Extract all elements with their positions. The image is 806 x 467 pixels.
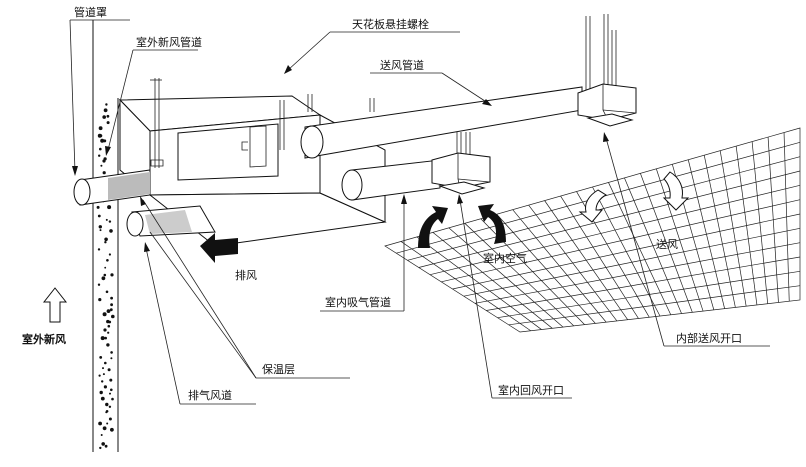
supply-air-duct-pipe	[300, 86, 583, 159]
label-indoor-return-outlet: 室内回风开口	[498, 383, 564, 397]
label-insulation-layer: 保温层	[262, 362, 295, 376]
exhaust-arrow-icon	[200, 233, 238, 263]
indoor-air-arrow-right-icon	[478, 204, 506, 244]
label-indoor-air: 室内空气	[483, 251, 527, 265]
exhaust-duct-pipe	[126, 205, 216, 237]
label-duct-cover: 管道罩	[74, 5, 107, 19]
label-supply-air: 送风	[656, 237, 678, 251]
label-ceiling-hanger-bolt: 天花板悬挂螺栓	[352, 17, 429, 31]
supply-air-arrow-left-icon	[578, 189, 608, 223]
indoor-air-arrow-left-icon	[418, 206, 448, 248]
duct-cover-shaft	[92, 20, 119, 452]
label-supply-air-duct: 送风管道	[380, 58, 424, 72]
label-indoor-intake-duct: 室内吸气管道	[325, 295, 391, 309]
label-internal-supply-outlet: 内部送风开口	[676, 331, 742, 345]
return-outlet-box	[431, 152, 491, 195]
indoor-intake-duct-pipe	[341, 159, 441, 201]
ceiling-grid	[384, 127, 801, 333]
label-exhaust-air: 排风	[235, 268, 257, 282]
supply-outlet-box	[577, 83, 637, 127]
supply-air-arrow-right-icon	[662, 171, 690, 211]
outdoor-fresh-air-duct-pipe	[73, 169, 151, 206]
label-outdoor-fresh-air: 室外新风	[22, 332, 66, 346]
leader-lines	[69, 19, 770, 405]
outdoor-fresh-air-arrow-icon	[42, 287, 68, 323]
label-exhaust-duct: 排气风道	[188, 388, 232, 402]
label-outdoor-fresh-air-duct: 室外新风管道	[136, 35, 202, 49]
